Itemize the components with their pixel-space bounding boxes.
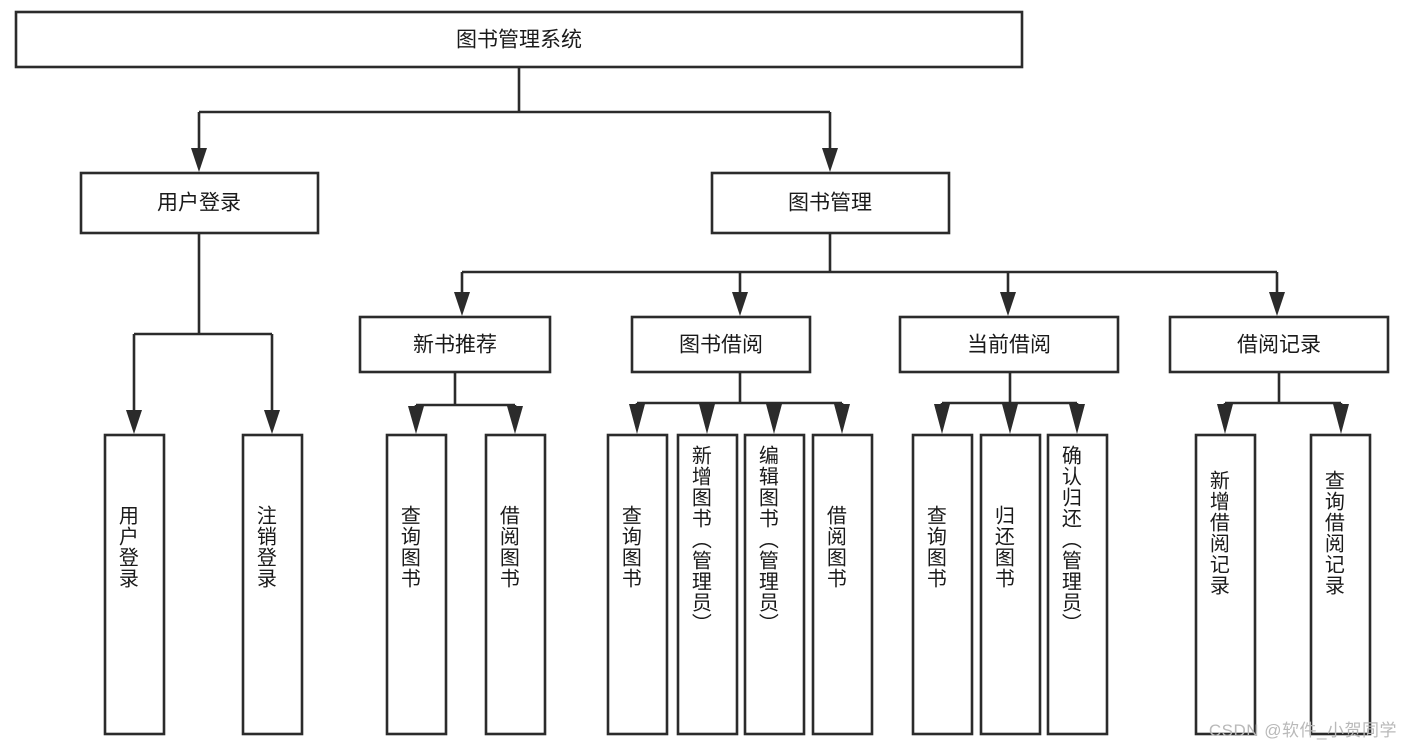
arrow-head-icon (507, 406, 523, 434)
leaf-box-add-book-admin[interactable] (676, 433, 739, 736)
leaf-boxes (103, 433, 1372, 736)
leaf-box-borrow-book-2[interactable] (811, 433, 874, 736)
node-current-borrow[interactable]: 当前借阅 (898, 315, 1120, 374)
leaf-box-query-book-1[interactable] (385, 433, 448, 736)
node-new-book-recommend[interactable]: 新书推荐 (358, 315, 552, 374)
arrow-head-icon (766, 404, 782, 434)
arrow-head-icon (629, 404, 645, 434)
arrow-head-icon (1217, 404, 1233, 434)
node-book-borrow-label: 图书借阅 (679, 334, 763, 357)
arrow-head-icon (834, 404, 850, 434)
node-borrow-record[interactable]: 借阅记录 (1168, 315, 1390, 374)
node-root-label: 图书管理系统 (456, 29, 582, 52)
node-current-borrow-box[interactable] (898, 315, 1120, 374)
arrow-head-icon (1000, 292, 1016, 316)
connectors (126, 67, 1349, 434)
arrow-head-icon (408, 406, 424, 434)
arrow-head-icon (822, 148, 838, 172)
leaf-box-return-book[interactable] (979, 433, 1042, 736)
node-book-manage[interactable]: 图书管理 (710, 171, 951, 235)
node-new-book-recommend-label: 新书推荐 (413, 334, 497, 357)
leaf-box-add-record[interactable] (1194, 433, 1257, 736)
node-book-manage-label: 图书管理 (788, 192, 872, 215)
node-new-book-recommend-box[interactable] (358, 315, 552, 374)
arrow-head-icon (732, 292, 748, 316)
node-borrow-record-box[interactable] (1168, 315, 1390, 374)
node-user-login-box[interactable] (79, 171, 320, 235)
arrow-head-icon (126, 410, 142, 434)
leaf-box-confirm-return[interactable] (1046, 433, 1109, 736)
arrow-head-icon (934, 404, 950, 434)
node-book-borrow[interactable]: 图书借阅 (630, 315, 812, 374)
leaf-box-query-book-2[interactable] (606, 433, 669, 736)
leaf-box-user-login[interactable] (103, 433, 166, 736)
arrow-head-icon (699, 404, 715, 434)
arrow-head-icon (454, 292, 470, 316)
node-current-borrow-label: 当前借阅 (967, 334, 1051, 357)
leaf-box-borrow-book-1[interactable] (484, 433, 547, 736)
leaf-box-query-book-3[interactable] (911, 433, 974, 736)
node-user-login[interactable]: 用户登录 (79, 171, 320, 235)
leaf-box-edit-book-admin[interactable] (743, 433, 806, 736)
leaf-box-logout-login[interactable] (241, 433, 304, 736)
arrow-head-icon (1333, 404, 1349, 434)
node-borrow-record-label: 借阅记录 (1237, 334, 1321, 357)
node-root-box[interactable] (14, 10, 1024, 69)
arrow-head-icon (1002, 404, 1018, 434)
node-root[interactable]: 图书管理系统 (14, 10, 1024, 69)
arrow-head-icon (1269, 292, 1285, 316)
node-user-login-label: 用户登录 (157, 192, 241, 215)
arrow-head-icon (264, 410, 280, 434)
leaf-box-query-record[interactable] (1309, 433, 1372, 736)
node-book-borrow-box[interactable] (630, 315, 812, 374)
node-book-manage-box[interactable] (710, 171, 951, 235)
arrow-head-icon (191, 148, 207, 172)
arrow-head-icon (1069, 404, 1085, 434)
watermark-text: CSDN @软件_小贺同学 (1208, 721, 1397, 740)
